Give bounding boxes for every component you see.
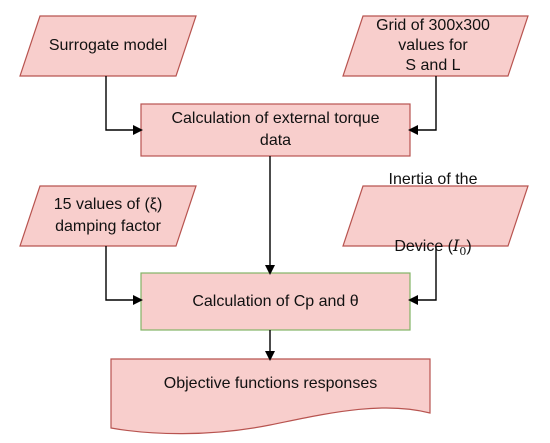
arrow-grid-to-torque — [408, 76, 437, 135]
arrow-surrogate-to-torque — [105, 76, 143, 135]
arrow-damping-to-cp — [105, 246, 143, 305]
damping-factor-shape — [19, 185, 197, 247]
inertia-shape — [342, 185, 529, 247]
surrogate-model-shape — [19, 15, 197, 77]
arrow-inertia-to-cp — [408, 246, 437, 305]
external-torque-shape — [140, 103, 411, 157]
cp-theta-shape — [140, 272, 411, 331]
grid-values-shape — [342, 15, 529, 77]
objective-document-shape — [110, 358, 431, 435]
